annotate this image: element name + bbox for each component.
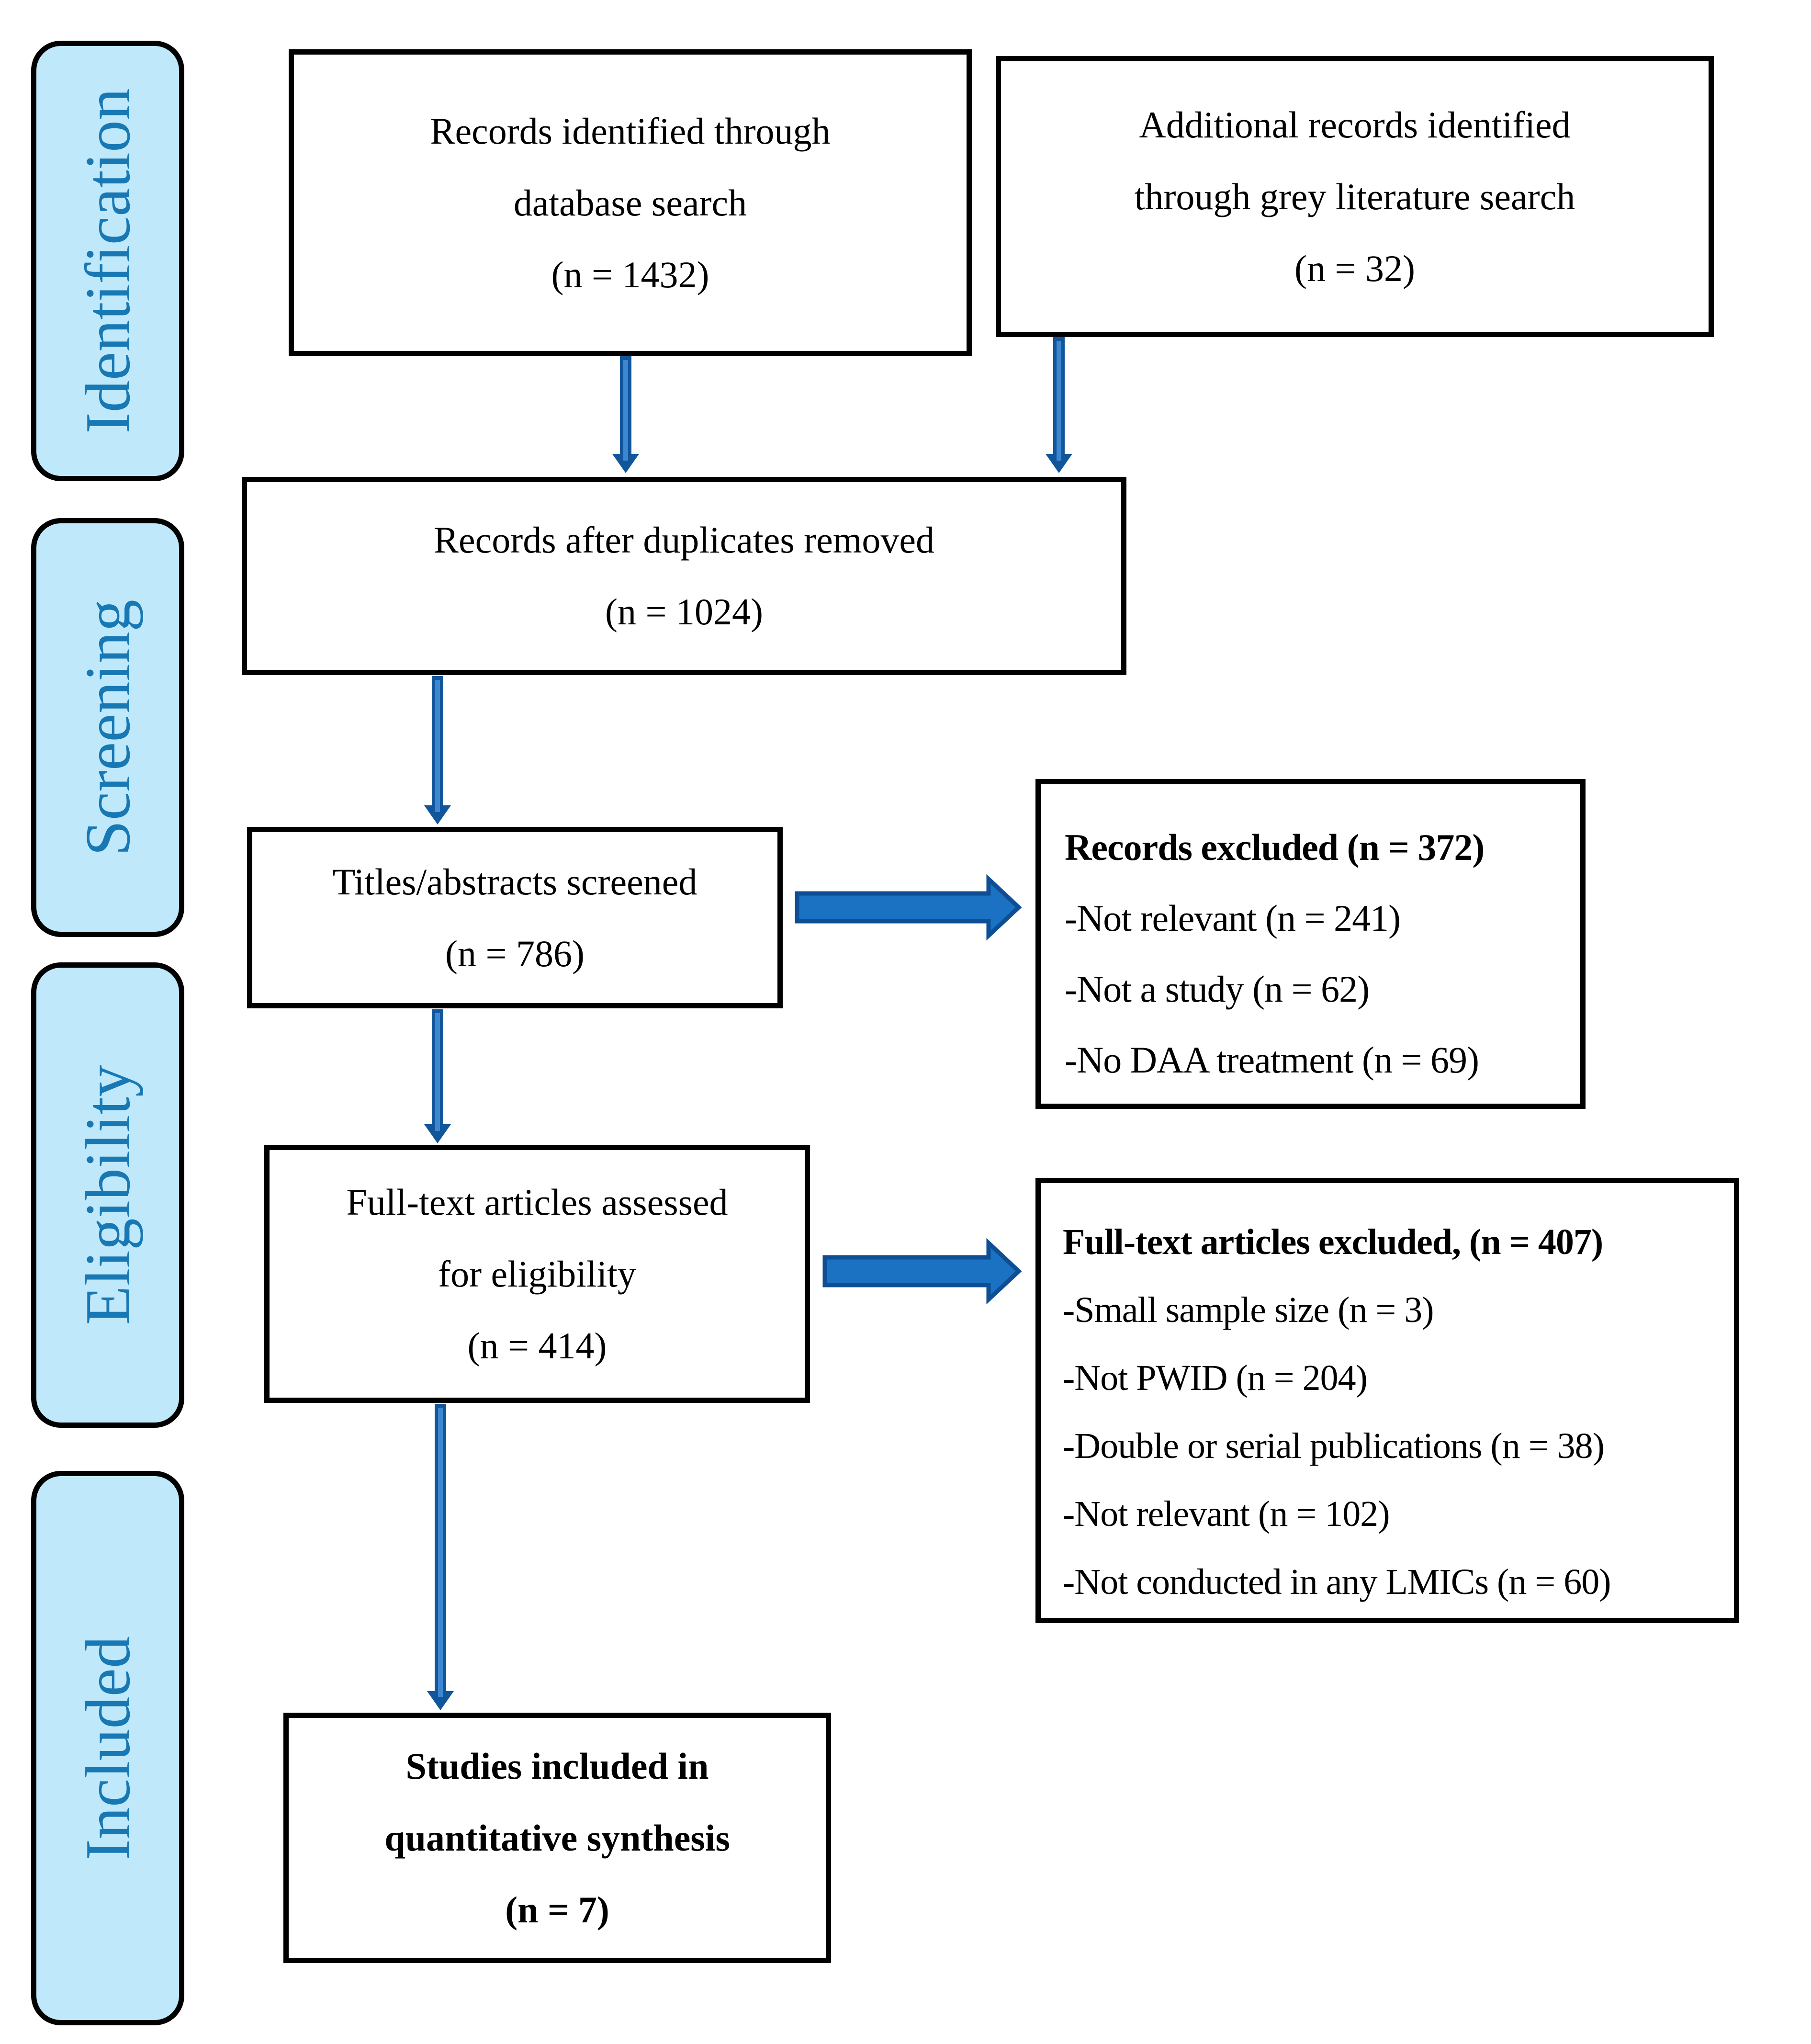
stage-label: Eligibility — [72, 1065, 143, 1325]
box-line: Titles/abstracts screened — [332, 860, 697, 903]
excluded-item: -Double or serial publications (n = 38) — [1063, 1426, 1605, 1466]
arrow-fulltext-to-excluded — [822, 1238, 1022, 1305]
excluded-item: -Not conducted in any LMICs (n = 60) — [1063, 1562, 1611, 1602]
box-records-excluded: Records excluded (n = 372) -Not relevant… — [1035, 779, 1586, 1109]
box-line: for eligibility — [438, 1253, 636, 1295]
box-count: (n = 32) — [1294, 247, 1415, 289]
excluded-item: -Not PWID (n = 204) — [1063, 1358, 1368, 1398]
stage-eligibility: Eligibility — [31, 962, 184, 1428]
arrow-grey-to-dedup — [1046, 337, 1072, 473]
excluded-item: -Small sample size (n = 3) — [1063, 1290, 1434, 1330]
box-line: Records identified through — [430, 110, 831, 152]
stage-identification: Identification — [31, 41, 184, 481]
box-count: (n = 1024) — [605, 591, 763, 632]
stage-label: Included — [72, 1636, 143, 1861]
arrow-fulltext-to-included — [427, 1404, 454, 1710]
box-title: Records excluded (n = 372) — [1065, 826, 1485, 868]
arrow-core-stripe — [1057, 341, 1061, 461]
arrow-screened-to-fulltext — [424, 1009, 451, 1143]
arrow-db-to-dedup — [612, 356, 639, 473]
excluded-item: -No DAA treatment (n = 69) — [1065, 1039, 1479, 1081]
box-count: (n = 786) — [445, 932, 585, 974]
box-line: Studies included in — [405, 1745, 709, 1787]
excluded-item: -Not a study (n = 62) — [1065, 968, 1370, 1010]
box-fulltext-excluded: Full-text articles excluded, (n = 407) -… — [1035, 1178, 1739, 1623]
arrow-dedup-to-screened — [424, 676, 451, 824]
box-count: (n = 7) — [505, 1888, 609, 1931]
arrow-core-stripe — [435, 1013, 440, 1131]
box-records-identified: Records identified through database sear… — [289, 49, 972, 356]
box-count: (n = 1432) — [551, 253, 709, 295]
box-studies-included: Studies included in quantitative synthes… — [283, 1713, 831, 1963]
excluded-item: -Not relevant (n = 241) — [1065, 897, 1401, 939]
box-line: Additional records identified — [1139, 103, 1571, 146]
box-title: Full-text articles excluded, (n = 407) — [1063, 1222, 1603, 1262]
arrow-core-stripe — [435, 680, 440, 812]
stage-label: Identification — [72, 88, 143, 434]
box-fulltext-assessed: Full-text articles assessed for eligibil… — [264, 1145, 810, 1403]
box-line: Records after duplicates removed — [433, 519, 935, 561]
box-line: through grey literature search — [1134, 175, 1575, 217]
box-additional-records: Additional records identified through gr… — [996, 56, 1714, 337]
stage-screening: Screening — [31, 518, 184, 937]
box-line: quantitative synthesis — [384, 1817, 730, 1859]
box-line: database search — [513, 181, 747, 224]
box-titles-screened: Titles/abstracts screened (n = 786) — [247, 827, 783, 1008]
arrow-core-stripe — [438, 1408, 443, 1697]
excluded-item: -Not relevant (n = 102) — [1063, 1494, 1390, 1534]
stage-label: Screening — [72, 599, 143, 856]
box-duplicates-removed: Records after duplicates removed (n = 10… — [242, 477, 1126, 675]
arrow-screened-to-excluded — [795, 874, 1022, 941]
arrow-core-stripe — [623, 360, 628, 461]
stage-included: Included — [31, 1471, 184, 2025]
box-count: (n = 414) — [467, 1324, 607, 1366]
box-line: Full-text articles assessed — [346, 1181, 728, 1223]
